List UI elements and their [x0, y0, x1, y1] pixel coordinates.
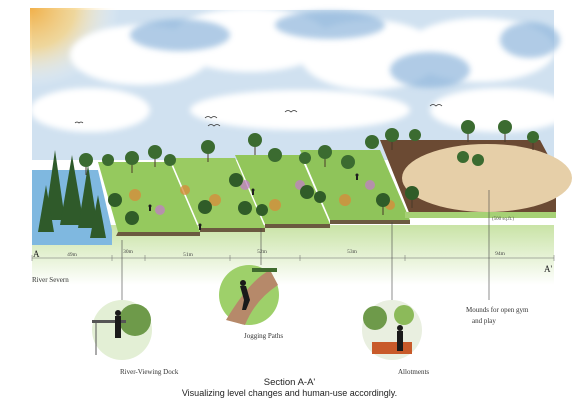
- label-mounds-line-2: and play: [472, 317, 496, 325]
- dim-label-5: 53m: [347, 249, 358, 255]
- allotments-vignette: [362, 300, 422, 360]
- dim-label-6: 94m: [495, 251, 506, 257]
- label-river-severn: River Severn: [32, 276, 69, 284]
- mound-sand: [402, 144, 572, 212]
- dim-label-3: 51m: [183, 252, 194, 258]
- cloud-shadows: [130, 11, 560, 88]
- dock-vignette: [92, 300, 152, 360]
- label-river-viewing-dock: River-Viewing Dock: [120, 368, 179, 376]
- label-allotments: Allotments: [398, 368, 429, 376]
- section-title: Section A-A': [263, 377, 316, 388]
- dim-label-4: 52m: [257, 249, 268, 255]
- section-marker-right: A': [544, 264, 552, 274]
- terrace-2-edge: [200, 228, 265, 232]
- leader-lines: [121, 190, 490, 300]
- dim-label-1: 49m: [67, 252, 78, 258]
- label-jogging-paths: Jogging Paths: [244, 332, 283, 340]
- trees: [38, 120, 539, 238]
- section-subtitle: Visualizing level changes and human-use …: [181, 388, 398, 398]
- label-mounds-line-1: Mounds for open gym: [466, 306, 529, 314]
- section-marker-left: A: [33, 249, 40, 259]
- terrace-3-edge: [265, 224, 330, 228]
- jogging-vignette: [219, 265, 279, 325]
- birds: [74, 104, 443, 127]
- terrace-4-edge: [330, 220, 410, 224]
- terrace-1: [98, 162, 200, 232]
- dim-label-2: 30m: [123, 249, 134, 255]
- plateau-grass-strip: [405, 212, 556, 218]
- terrace-1-edge: [116, 232, 200, 236]
- people-silhouettes: [148, 173, 359, 230]
- dimension-ticks: [31, 255, 555, 261]
- mound-area-note: (500 sq.ft.): [492, 217, 514, 222]
